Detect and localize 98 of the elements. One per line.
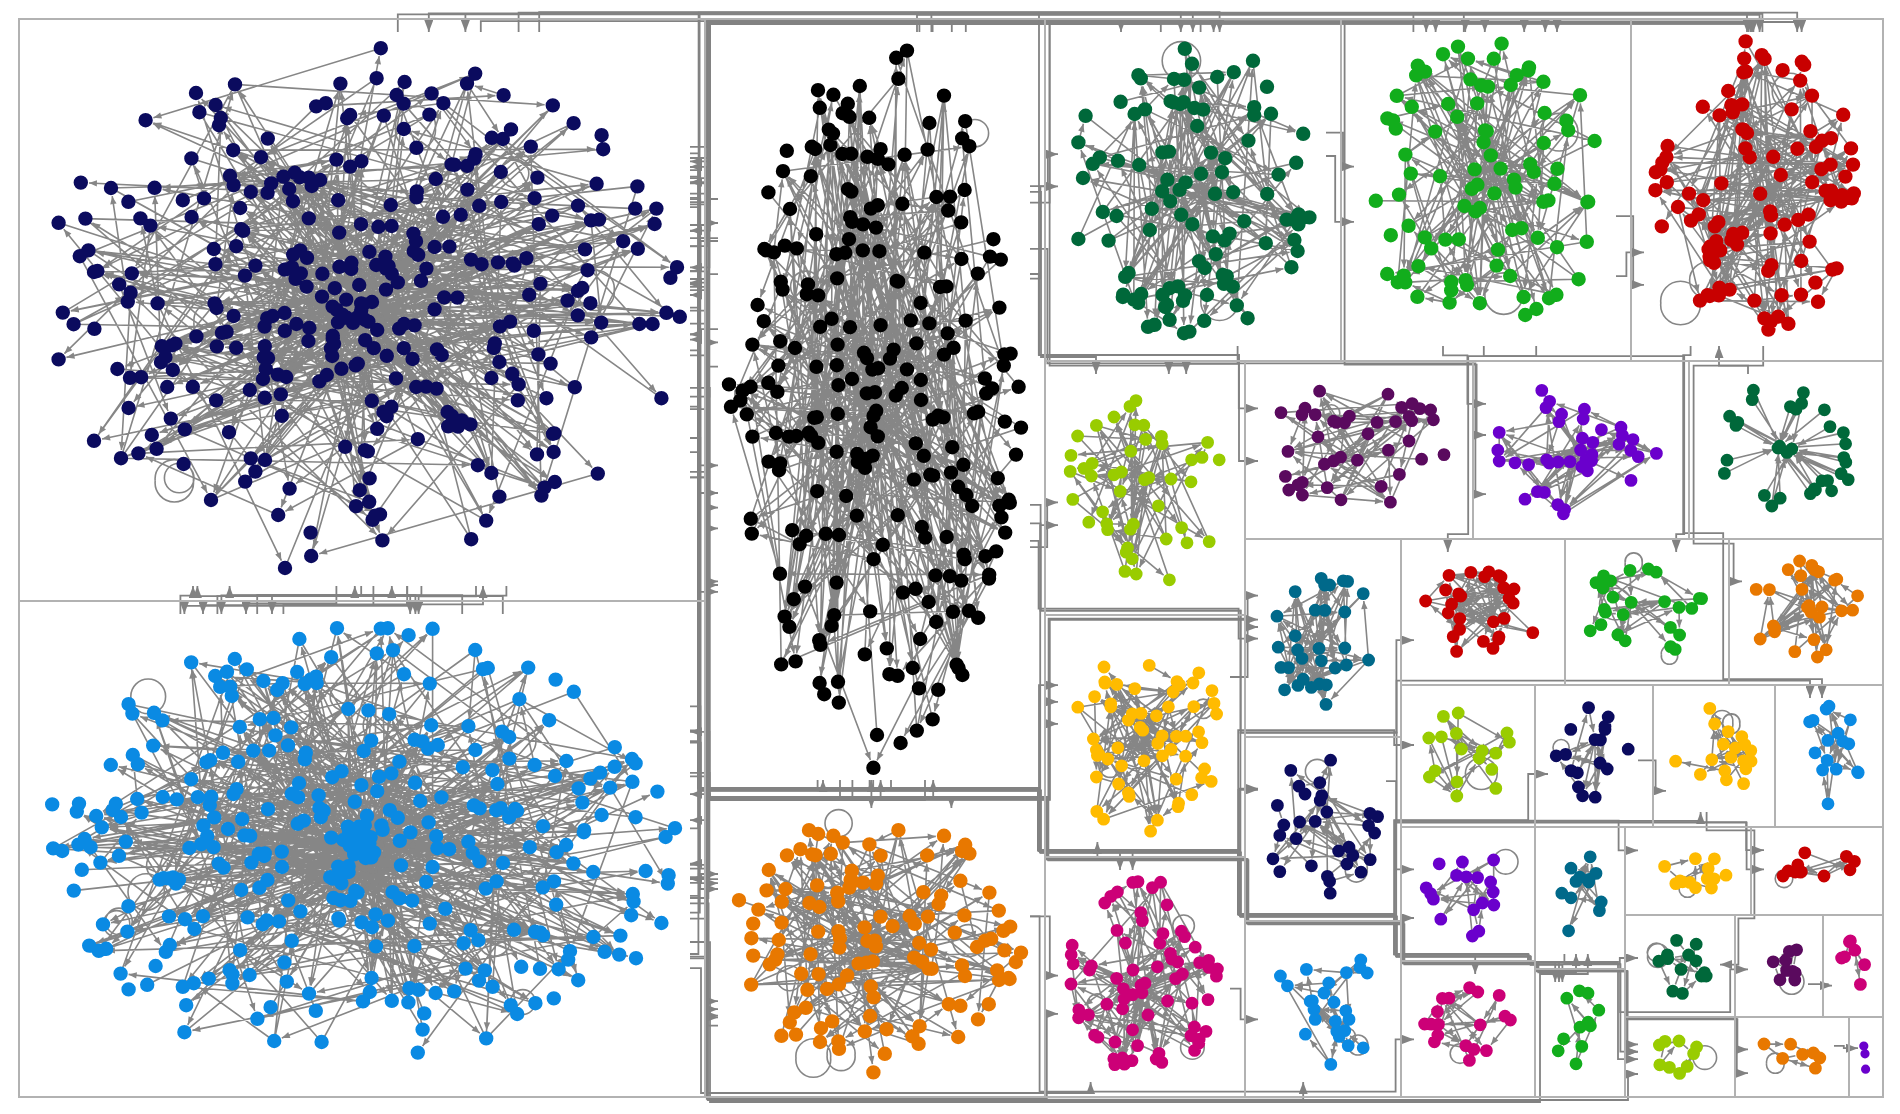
arrow bbox=[282, 585, 488, 615]
arrow bbox=[1029, 247, 1487, 499]
arrow bbox=[1692, 345, 1765, 586]
node-cluster bbox=[1578, 552, 1714, 670]
arrow bbox=[216, 585, 423, 615]
arrow bbox=[689, 218, 719, 398]
arrow bbox=[689, 779, 828, 955]
arrow bbox=[1807, 981, 1833, 991]
arrow bbox=[1615, 215, 1645, 290]
arrow bbox=[689, 917, 1639, 1101]
arrow bbox=[1682, 345, 1827, 699]
arrow bbox=[198, 585, 375, 615]
arrow bbox=[689, 306, 719, 888]
arrow bbox=[1164, 345, 1239, 375]
arrow bbox=[689, 23, 1162, 236]
arrow bbox=[179, 585, 198, 615]
arrow bbox=[1563, 953, 1639, 965]
arrow bbox=[192, 585, 504, 615]
arrow bbox=[689, 285, 719, 347]
arrow bbox=[689, 289, 719, 533]
arrow bbox=[689, 779, 876, 914]
arrow bbox=[1029, 181, 1059, 280]
arrow bbox=[1229, 987, 1259, 1024]
arrow bbox=[689, 237, 719, 345]
arrow bbox=[689, 22, 1191, 375]
arrow bbox=[1029, 497, 1059, 549]
arrow bbox=[1029, 273, 1259, 413]
arrow bbox=[216, 585, 360, 615]
arrow bbox=[479, 20, 1219, 33]
group-box bbox=[704, 18, 1046, 1098]
arrow bbox=[689, 223, 1259, 800]
arrow bbox=[689, 162, 719, 200]
arrow bbox=[256, 585, 397, 615]
arrow bbox=[689, 796, 1415, 960]
arrow bbox=[689, 22, 1752, 272]
arrow bbox=[1714, 345, 1749, 375]
arrow bbox=[839, 779, 956, 809]
arrow bbox=[424, 12, 1465, 33]
arrow bbox=[689, 240, 719, 300]
arrow bbox=[689, 881, 719, 894]
arrow bbox=[689, 576, 719, 879]
arrow bbox=[689, 869, 719, 897]
arrow bbox=[1637, 759, 1667, 796]
arrow bbox=[405, 585, 508, 615]
arrow bbox=[689, 815, 719, 1027]
arrow bbox=[689, 12, 1259, 466]
arrow bbox=[816, 779, 1480, 975]
arrow bbox=[1833, 1043, 1859, 1053]
group-box bbox=[1848, 1016, 1884, 1098]
arrow bbox=[1705, 811, 1756, 970]
arrow bbox=[267, 585, 409, 615]
arrow bbox=[1029, 915, 1415, 1093]
arrow bbox=[918, 20, 1126, 33]
arrow bbox=[1029, 503, 1815, 734]
arrow bbox=[689, 386, 1259, 801]
arrow bbox=[1482, 345, 1686, 553]
arrow bbox=[689, 278, 719, 368]
arrow bbox=[1029, 20, 1758, 204]
arrow bbox=[1615, 247, 1645, 278]
arrow bbox=[1029, 522, 1765, 874]
arrow bbox=[1029, 190, 1101, 375]
arrow bbox=[689, 333, 1415, 854]
arrow bbox=[689, 902, 719, 1006]
arrow bbox=[360, 585, 420, 615]
arrow bbox=[225, 585, 464, 615]
arrow bbox=[689, 12, 1415, 289]
arrow bbox=[538, 11, 1225, 33]
arrow bbox=[689, 779, 854, 884]
arrow bbox=[241, 585, 338, 615]
arrow bbox=[396, 13, 1198, 33]
arrow bbox=[689, 470, 719, 590]
group-box bbox=[1630, 18, 1884, 362]
arrow bbox=[689, 779, 926, 801]
arrow bbox=[1029, 539, 1259, 644]
arrow bbox=[689, 741, 1567, 983]
arrow bbox=[1229, 591, 1259, 678]
arrow bbox=[1385, 780, 1415, 874]
arrow bbox=[689, 169, 719, 470]
arrow bbox=[689, 955, 1308, 1101]
arrow bbox=[1325, 155, 1355, 227]
arrow bbox=[689, 727, 719, 881]
arrow bbox=[689, 20, 1431, 240]
arrow bbox=[689, 729, 1415, 852]
arrow bbox=[689, 437, 1749, 1014]
arrow bbox=[689, 21, 1487, 440]
arrow bbox=[866, 779, 892, 809]
arrow bbox=[1442, 345, 1487, 409]
arrow bbox=[689, 967, 1096, 1094]
arrow bbox=[1325, 131, 1355, 172]
arrow bbox=[1029, 149, 1059, 188]
arrow bbox=[689, 328, 719, 339]
arrow bbox=[689, 779, 938, 899]
arrow bbox=[1443, 345, 1538, 553]
arrow bbox=[689, 408, 719, 513]
arrow bbox=[414, 585, 477, 615]
arrow bbox=[689, 20, 1757, 148]
arrow bbox=[689, 156, 719, 276]
arrow bbox=[689, 867, 719, 1022]
